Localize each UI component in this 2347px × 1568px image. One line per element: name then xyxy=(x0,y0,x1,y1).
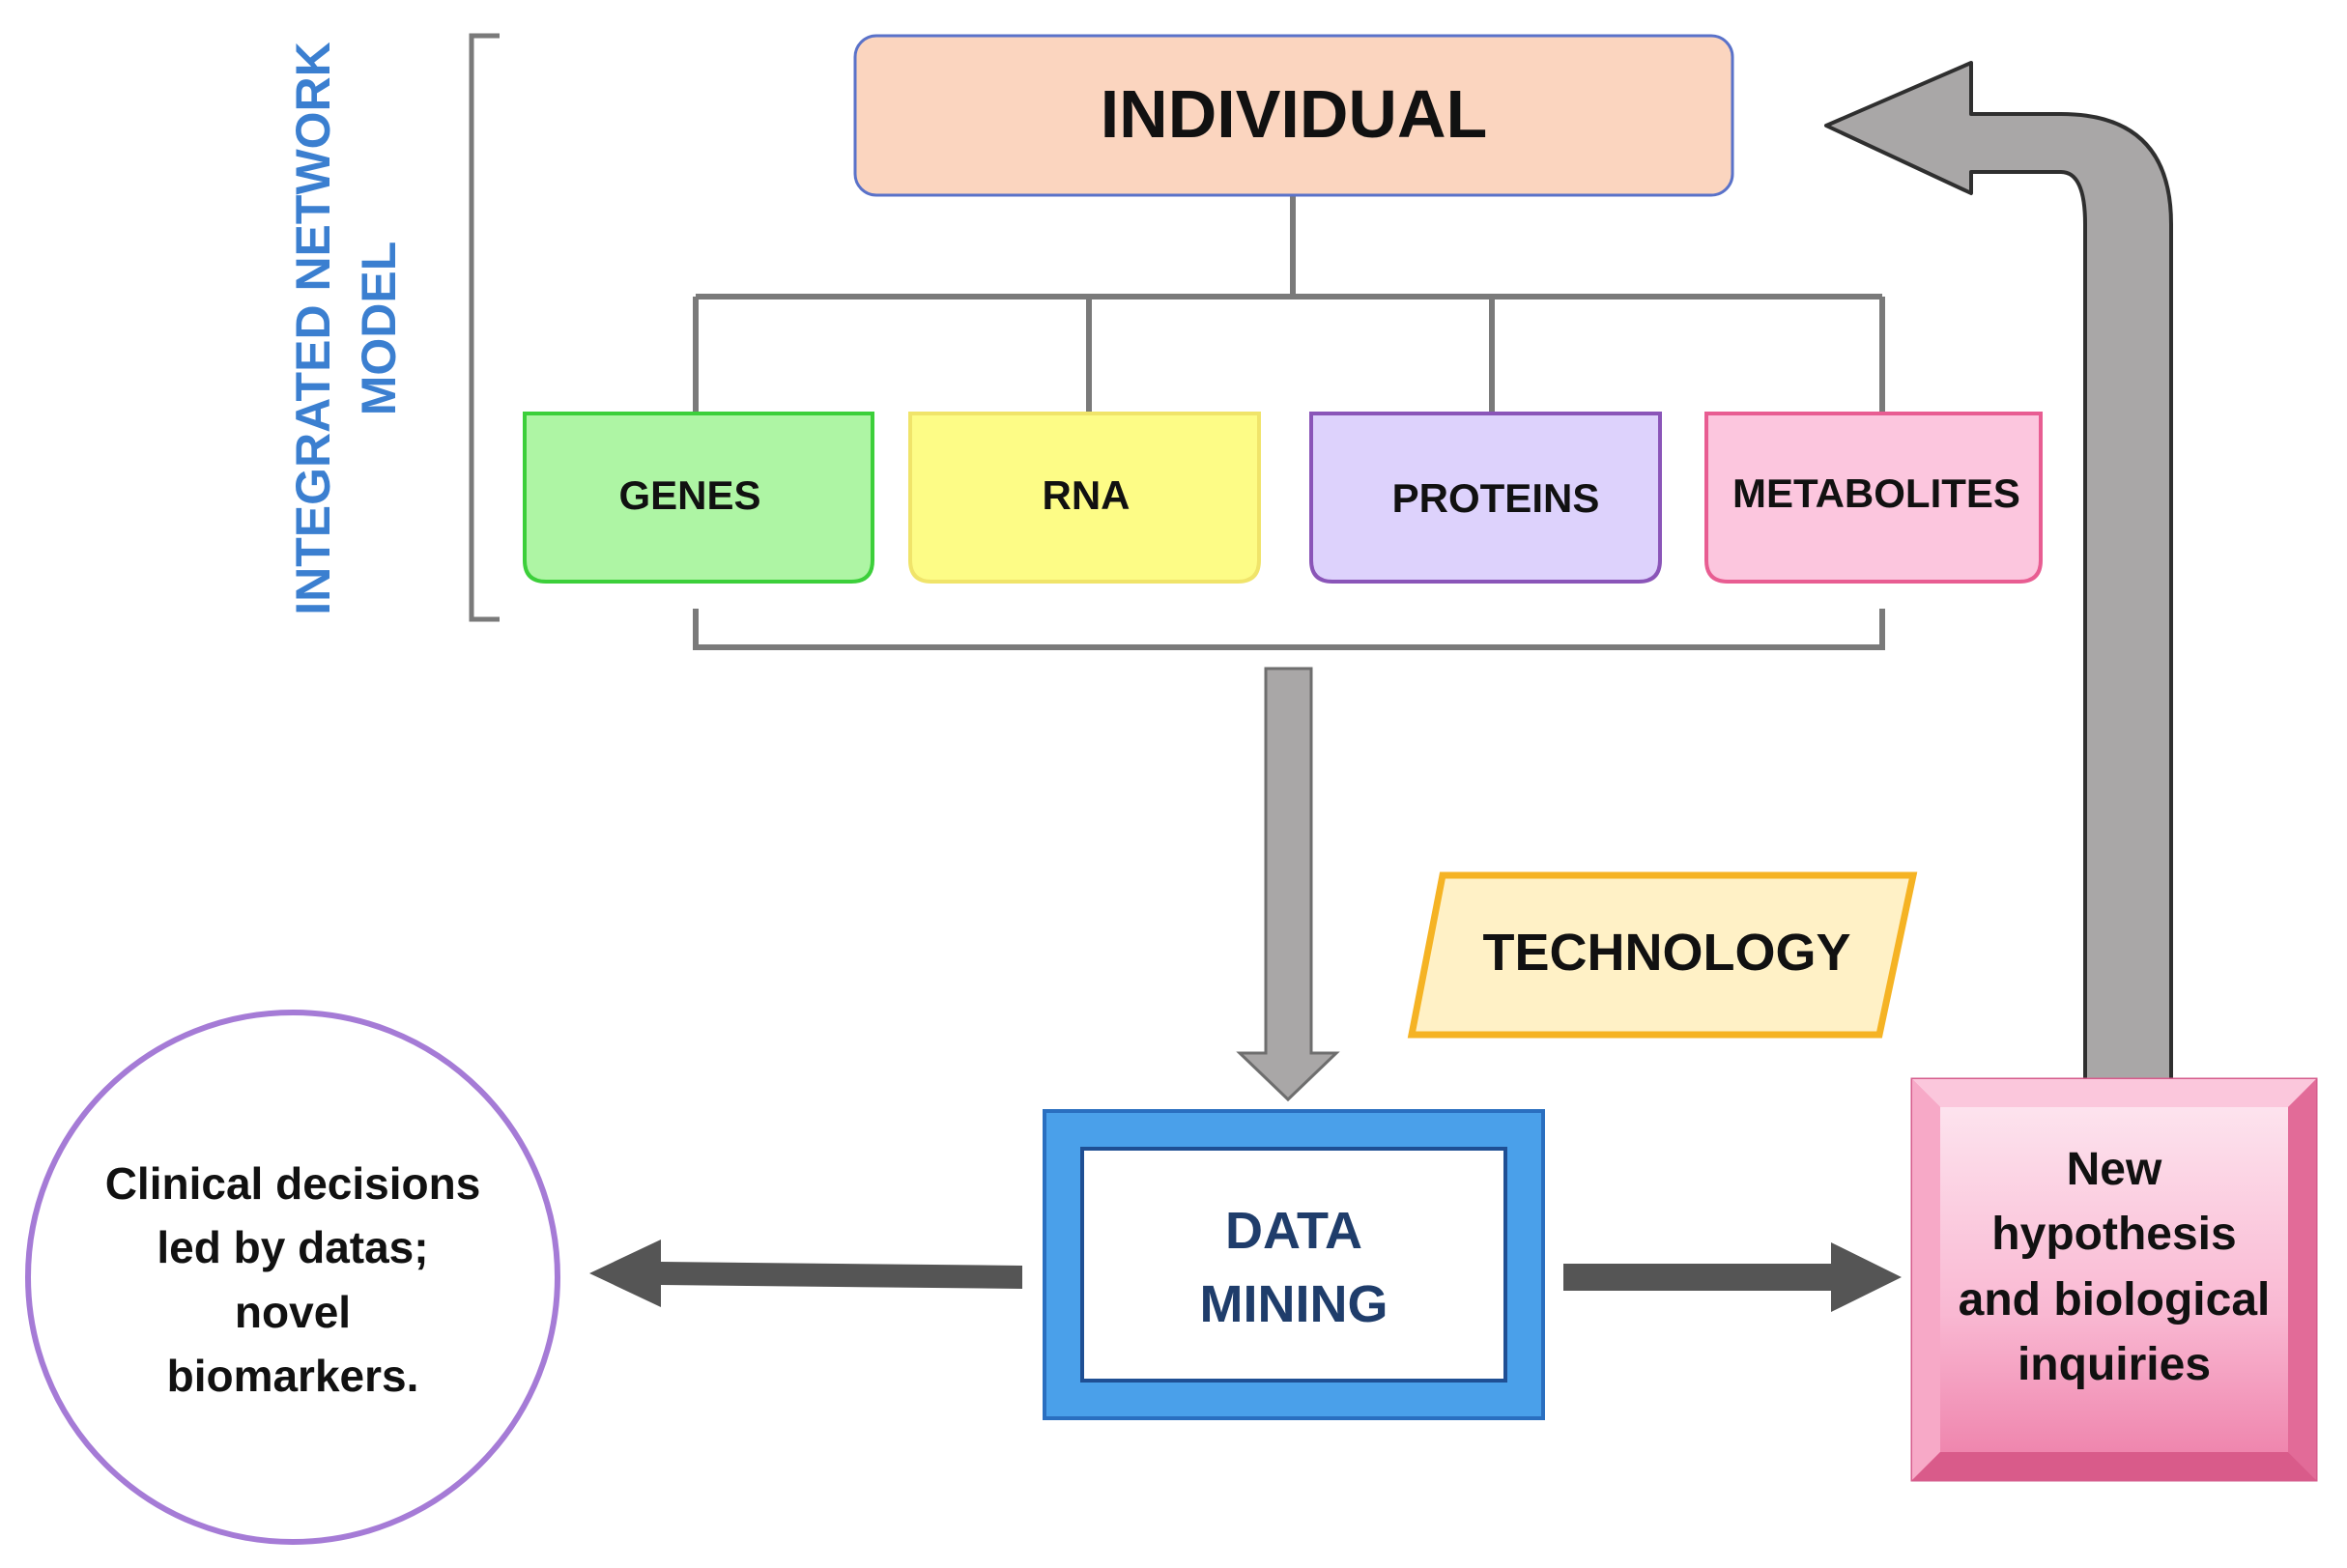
omics-rna-label: RNA xyxy=(1043,472,1131,518)
clinical-line4: biomarkers. xyxy=(167,1351,419,1401)
clinical-line1: Clinical decisions xyxy=(105,1158,481,1209)
hypothesis-line1: New xyxy=(2067,1144,2162,1195)
data-mining-line1: DATA xyxy=(1225,1202,1362,1260)
omics-proteins-label: PROTEINS xyxy=(1392,475,1600,521)
side-label-line2: MODEL xyxy=(352,242,406,416)
omics-genes: GENES xyxy=(523,412,874,584)
left-arrow xyxy=(589,1240,1022,1307)
omics-genes-label: GENES xyxy=(618,472,760,518)
tree-connectors xyxy=(693,195,1885,650)
hypothesis-line2: hypothesis xyxy=(1991,1209,2236,1260)
clinical-line2: led by datas; xyxy=(157,1222,428,1272)
omics-metabolites-label: METABOLITES xyxy=(1732,470,2020,516)
data-mining-line2: MINING xyxy=(1200,1275,1388,1333)
model-bracket xyxy=(469,33,500,622)
technology-box xyxy=(1407,871,1918,1039)
right-arrow xyxy=(1563,1242,1902,1312)
hypothesis-box: New hypothesis and biological inquiries xyxy=(1910,1077,2318,1482)
side-label-line1: INTEGRATED NETWORK xyxy=(286,42,340,614)
hypothesis-line4: inquiries xyxy=(2018,1339,2211,1390)
hypothesis-line3: and biological xyxy=(1959,1274,2271,1326)
omics-rna: RNA xyxy=(908,412,1261,584)
down-arrow xyxy=(1236,667,1340,1102)
feedback-arrow xyxy=(1824,61,2173,1082)
clinical-circle xyxy=(25,1010,560,1545)
data-mining-box: DATA MINING xyxy=(1043,1109,1545,1420)
omics-metabolites: METABOLITES xyxy=(1704,412,2043,584)
clinical-line3: novel xyxy=(235,1287,351,1337)
omics-proteins: PROTEINS xyxy=(1309,412,1662,584)
side-label: INTEGRATED NETWORK MODEL xyxy=(286,42,406,614)
individual-box xyxy=(853,34,1734,197)
technology-label: TECHNOLOGY xyxy=(1482,924,1850,982)
individual-label: INDIVIDUAL xyxy=(1101,76,1488,152)
